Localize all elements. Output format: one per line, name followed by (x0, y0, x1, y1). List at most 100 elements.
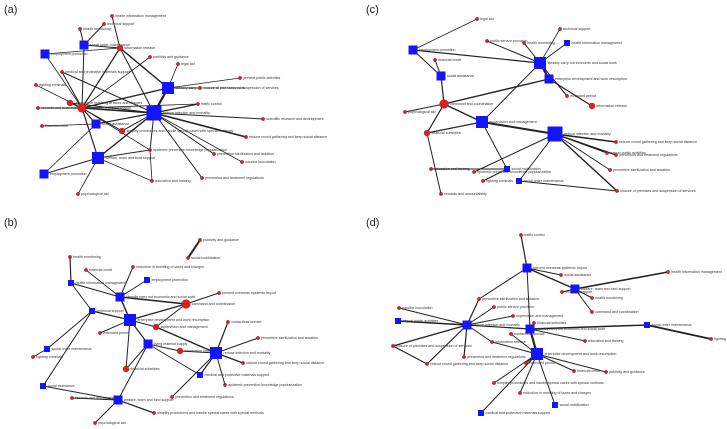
panel-a-node-ra: rewards and accountability (36, 106, 84, 110)
panel-a-node-label-sp: employment promotion (51, 52, 88, 56)
panel-a-edge-ss-ssa (41, 123, 97, 127)
panel-a-node-label-tc: traffic control (201, 102, 222, 106)
panel-b-node-label-psi: preventive sterilization and isolation (261, 336, 318, 340)
panel-d-square-node-som (644, 322, 650, 328)
panel-c-square-node-som (436, 71, 446, 81)
panel-a-label: (a) (4, 4, 17, 16)
panel-d-circle-node-pss (492, 305, 496, 309)
panel-b-node-label-ep2: extended period (103, 331, 129, 335)
panel-d-square-node-ifm (462, 320, 472, 330)
panel-d-node-label-cc: command and coordination (595, 310, 638, 314)
panel-c-node-psi: preventive sterilization and isolation (608, 168, 670, 172)
panel-a-circle-node-la (176, 62, 180, 66)
panel-a-node-hm: health monitoring (78, 27, 111, 31)
panel-a-node-label-pa: psychological aid (81, 192, 108, 196)
panel-d-edge-eds-mpms (480, 353, 538, 414)
panel-b-node-fs: financial subsidies (122, 365, 160, 373)
panel-c-edge-la-ep (412, 18, 478, 51)
panel-d-node-label-et: education and training (588, 339, 623, 343)
panel-d-node-label-him: health information management (671, 270, 722, 274)
panel-a-node-pa: psychological aid (76, 192, 109, 196)
panel-a-circle-node-fc (34, 83, 38, 87)
panel-d-edge-ifm-sam (466, 315, 514, 326)
panel-b-node-wtf: welfare, team and fund support (113, 395, 174, 405)
panel-c-circle-node-fcr (433, 58, 437, 62)
panel-d-node-label-ssa: social assistance (564, 273, 591, 277)
panel-a-node-eds: epidemic prevention knowledge populariza… (148, 148, 227, 152)
panel-c-node-label-pa: psychological aid (408, 110, 435, 114)
panel-a-circle-node-spa (238, 76, 242, 80)
panel-d-node-label-pss: public service provision (497, 305, 534, 309)
panel-a-circle-node-sscp (118, 127, 126, 135)
panel-a-node-ss: financial credit (40, 124, 68, 128)
panel-b-node-label-som: social order maintenance (52, 347, 92, 351)
panel-c-edge-ifm-psi (554, 133, 611, 171)
panel-a-edge-sp-ir (44, 47, 121, 55)
panel-a-square-node-ifm (146, 105, 162, 121)
panel-a-circle-node-eds (148, 148, 152, 152)
panel-a-square-node-som (79, 40, 89, 50)
panel-b-node-label-sscp: simplify procedures and handle special c… (157, 411, 264, 415)
panel-a-edge-cc-ir (81, 47, 121, 109)
panel-b-node-scoe: steadily carry out economic and social w… (115, 292, 196, 302)
panel-d-square-node-sm (552, 402, 558, 408)
panel-a-edge-et-eds (149, 149, 153, 182)
panel-d-edge-eds-sscp (493, 353, 538, 384)
panel-b-circle-node-ep2 (98, 331, 102, 335)
panel-c-node-label-hm: health monitoring (527, 41, 555, 45)
panel-a-node-sp: employment promotion (40, 49, 88, 59)
panel-a-square-node-scoe (162, 82, 174, 94)
panel-a-nodes: health information management health moni… (34, 14, 327, 196)
panel-a-circle-node-ra (36, 106, 40, 110)
panel-c-square-node-somm (516, 178, 522, 184)
panel-b-circle-node-rcg (241, 361, 245, 365)
panel-b-edge-ifm-sam (155, 326, 217, 354)
panel-c-edge-ep-scoe (412, 49, 541, 64)
panel-b-circle-node-fs (122, 365, 130, 373)
panel-b-circle-node-hm (68, 255, 72, 259)
panel-c-node-et: education and training (429, 167, 470, 171)
panel-c-node-label-rcg: reduce crowd gathering and keep social d… (619, 140, 697, 144)
panel-a-circle-node-rcg (244, 135, 248, 139)
panel-c-edge-sam-sm (481, 121, 508, 170)
panel-b-circle-node-fcr (84, 268, 88, 272)
panel-d-square-node-mpms (478, 410, 484, 416)
panel-a-node-label-ep: employment promotion (50, 172, 87, 176)
panel-a-edge-cc-wtf (81, 107, 99, 159)
panel-c-circle-node-fc (481, 179, 485, 183)
panel-c-node-ekp: epidemic prevention knowledge populariza… (472, 170, 551, 174)
panel-c-edge-som-ep (412, 49, 442, 77)
panel-c-edge-scoe-pss (486, 40, 541, 64)
panel-a-node-label-him: health information management (115, 14, 166, 18)
panel-d-circle-node-et (583, 339, 587, 343)
panel-b-square-node-scoe (115, 292, 125, 302)
panel-c-square-node-eds (544, 74, 554, 84)
panel-d-node-label-poei: prevent overseas epidemic import (533, 266, 587, 270)
panel-a-edge-ep-ssa (43, 123, 97, 175)
panel-c-node-label-fc: fighting criminals (486, 179, 513, 183)
panel-c-node-tcs: technical support (558, 27, 590, 31)
panel-d-node-label-sam: supervision and management (516, 314, 563, 318)
panel-b-node-lms: living material supply (143, 339, 188, 349)
panel-a-node-wtf: welfare, team and fund support (92, 152, 155, 164)
panel-c-edge-ifm-ekp (473, 133, 556, 173)
panel-b-circle-node-pa (93, 421, 97, 425)
panel-d-edge-tc-poei (520, 234, 528, 269)
panel-b-circle-node-cc (181, 299, 191, 309)
panel-a-square-node-ssa (91, 119, 101, 129)
panel-b-node-label-ct: contactless service (231, 320, 261, 324)
panel-d-circle-node-psi (477, 297, 481, 301)
panel-d-circle-node-sscp (492, 381, 496, 385)
panel-c-edge-cc-sam (443, 103, 483, 123)
panel-b-edge-pg-sm (187, 239, 201, 259)
panel-c-node-rcg: reduce crowd gathering and keep social d… (614, 140, 697, 144)
panel-b-node-label-poei: prevent overseas epidemic import (222, 291, 276, 295)
panel-a-node-label-som: social order maintenance (90, 43, 130, 47)
panel-d-node-label-ep: extended period (529, 361, 555, 365)
panel-a-node-spa: prevent public activities (238, 76, 281, 80)
panel-b-edge-eds-tcs (91, 310, 131, 321)
panel-b-node-ir: information release (176, 347, 215, 355)
panel-c-edge-ifm-somm (518, 133, 556, 182)
